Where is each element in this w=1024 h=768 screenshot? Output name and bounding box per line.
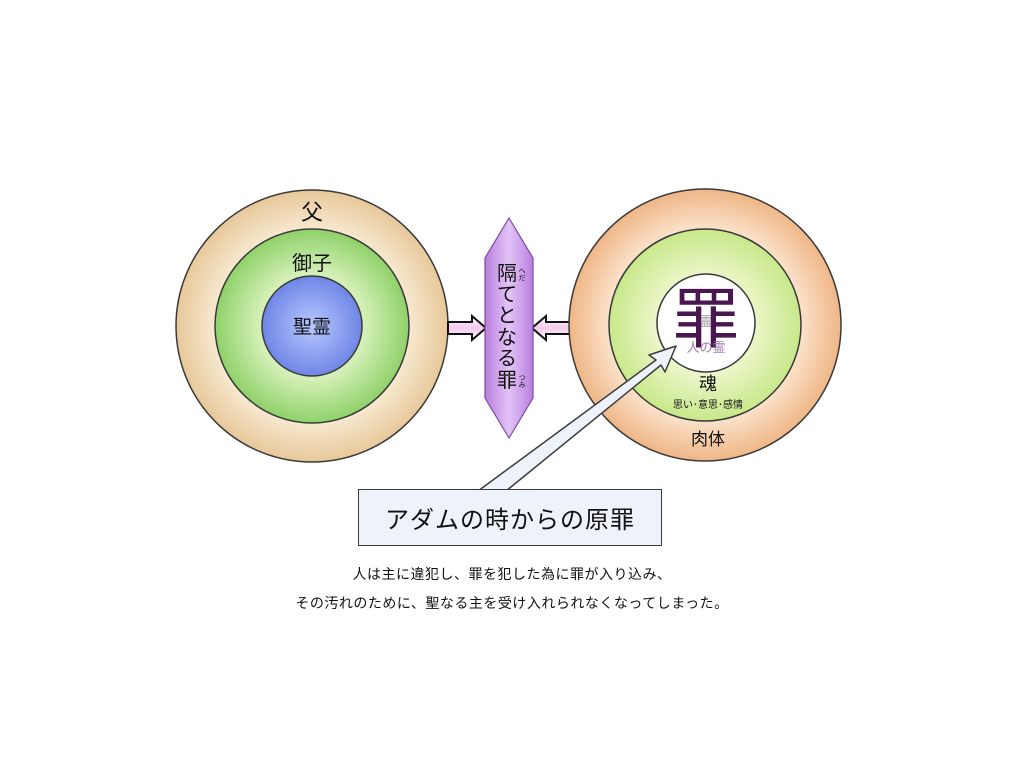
sin-label: 罪 xyxy=(673,281,739,358)
original-sin-callout: アダムの時からの原罪 xyxy=(358,489,662,546)
spirit-core xyxy=(656,273,756,373)
barrier-char-4: な xyxy=(497,325,517,349)
soul-sub-label: 思い･意思･感情 xyxy=(673,398,743,411)
barrier-char-2: て xyxy=(497,282,517,306)
holy-spirit-core xyxy=(261,275,363,377)
right-circle: 霊 罪 人の霊 魂 思い･意思･感情 肉体 xyxy=(568,188,842,462)
barrier-ruby-top: へだ xyxy=(518,267,526,281)
barrier-char-1: 隔 xyxy=(497,261,517,285)
callout-text: アダムの時からの原罪 xyxy=(385,506,635,534)
callout-pointer xyxy=(477,345,677,492)
barrier-char-5: る xyxy=(497,346,517,370)
father-label: 父 xyxy=(301,201,323,226)
left-circle: 父 御子 聖霊 xyxy=(175,189,449,463)
son-label: 御子 xyxy=(292,251,332,275)
arrow-right xyxy=(447,313,488,343)
barrier-char-3: と xyxy=(497,303,517,327)
barrier-ruby-bottom: つみ xyxy=(518,374,526,388)
caption-line-1: 人は主に違犯し、罪を犯した為に罪が入り込み、 xyxy=(352,567,672,583)
barrier-char-6: 罪 xyxy=(497,368,517,392)
caption-line-2: その汚れのために、聖なる主を受け入れられなくなってしまった。 xyxy=(295,596,729,612)
holy-spirit-label: 聖霊 xyxy=(293,316,331,338)
barrier-shape xyxy=(484,216,534,440)
arrow-left xyxy=(530,313,571,343)
barrier: 隔 て と な る 罪 へだ つみ xyxy=(484,216,534,440)
spirit-sub-label: 霊 xyxy=(699,315,712,330)
soul-label: 魂 xyxy=(699,374,717,395)
body-label: 肉体 xyxy=(691,430,725,450)
human-spirit-label: 人の霊 xyxy=(686,341,725,356)
